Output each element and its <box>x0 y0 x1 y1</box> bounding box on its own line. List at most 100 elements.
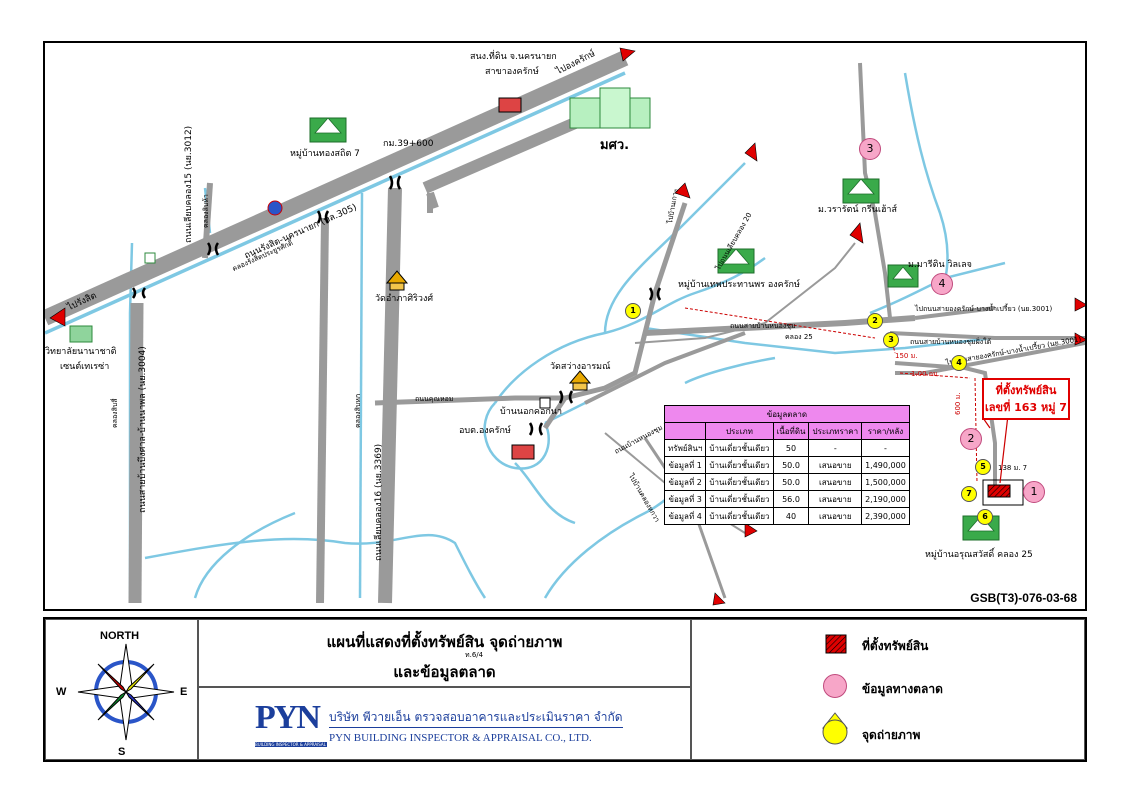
table-cell: 2,390,000 <box>861 507 910 525</box>
logo-sub: BUILDING INSPECTOR & APPRAISAL <box>255 742 327 747</box>
market-table-header: ประเภทราคา <box>808 422 863 440</box>
compass-west: W <box>56 686 67 698</box>
market-marker-3: 3 <box>859 138 881 160</box>
company-name-th: บริษัท พีวายเอ็น ตรวจสอบอาคารและประเมินร… <box>329 708 623 728</box>
table-cell: บ้านเดี่ยวชั้นเดียว <box>705 439 774 457</box>
table-cell: 40 <box>772 507 810 525</box>
company-cell: PYN BUILDING INSPECTOR & APPRAISAL บริษั… <box>198 687 691 760</box>
label-road-khum-hom: ถนนคุณหอม <box>415 395 454 403</box>
logo-text: PYN <box>255 699 321 736</box>
table-cell: บ้านเดี่ยวชั้นเดียว <box>705 490 774 508</box>
market-table-header: ราคา/หลัง <box>861 422 910 440</box>
compass-rose-icon <box>77 643 175 741</box>
photo-point-7: 7 <box>961 486 977 502</box>
label-dist-1: 1.00 กม. <box>911 370 940 378</box>
table-cell: ข้อมูลที่ 2 <box>663 473 707 491</box>
market-table-header: ประเภท <box>705 422 774 440</box>
table-cell: 1,500,000 <box>861 473 910 491</box>
photo-point-2: 2 <box>867 313 883 329</box>
table-cell: เสนอขาย <box>808 490 863 508</box>
company-name-en: PYN BUILDING INSPECTOR & APPRAISAL CO., … <box>329 732 592 744</box>
table-cell: ข้อมูลที่ 4 <box>663 507 707 525</box>
table-cell: - <box>861 439 910 457</box>
title-cell: แผนที่แสดงที่ตั้งทรัพย์สิน จุดถ่ายภาพ ท.… <box>198 619 691 687</box>
property-legend-icon <box>825 634 847 654</box>
property-callout-line2: เลขที่ 163 หมู่ 7 <box>985 401 1067 414</box>
map-title-line2: และข้อมูลตลาด <box>393 663 496 681</box>
market-marker-1: 1 <box>1023 481 1045 503</box>
table-cell: บ้านเดี่ยวชั้นเดียว <box>705 507 774 525</box>
label-road-3369: ถนนเลียบคลอง16 (นย.3369) <box>374 443 384 561</box>
label-land-office: สนง.ที่ดิน จ.นครนายก <box>470 52 557 62</box>
map-canvas <box>45 47 1085 606</box>
table-cell: บ้านเดี่ยวชั้นเดียว <box>705 456 774 474</box>
company-logo: PYN BUILDING INSPECTOR & APPRAISAL <box>255 694 327 750</box>
label-road-3012: ถนนเลียบคลอง15 (นย.3012) <box>184 125 194 243</box>
direction-arrows <box>49 47 1085 606</box>
market-table-title: ข้อมูลตลาด <box>664 405 910 423</box>
table-cell: บ้านเดี่ยวชั้นเดียว <box>705 473 774 491</box>
label-km-marker: กม.39+600 <box>383 139 434 149</box>
table-cell: ข้อมูลที่ 3 <box>663 490 707 508</box>
map-title-line1: แผนที่แสดงที่ตั้งทรัพย์สิน จุดถ่ายภาพ <box>326 633 563 651</box>
legend-label-property: ที่ตั้งทรัพย์สิน <box>862 639 929 653</box>
map-panel: ไปองครักษ์ ไปรังสิต สนง.ที่ดิน จ.นครนายก… <box>43 41 1087 611</box>
label-road-nongchum: ถนนสายบ้านหนองชุม <box>730 322 796 330</box>
legend-cell: ที่ตั้งทรัพย์สิน ข้อมูลทางตลาด จุดถ่ายภา… <box>691 619 1085 760</box>
legend-label-photo: จุดถ่ายภาพ <box>862 728 921 742</box>
label-temple-amphawan: วัดอำภาศิริวงศ์ <box>375 294 434 304</box>
table-cell: 50.0 <box>772 473 810 491</box>
label-canal-16: คลองสิบหก <box>354 393 362 428</box>
table-cell: เสนอขาย <box>808 456 863 474</box>
table-cell: 1,490,000 <box>861 456 910 474</box>
table-cell: ข้อมูลที่ 1 <box>663 456 707 474</box>
market-table-header: เนื้อที่ดิน <box>772 422 810 440</box>
label-dist-4: 138 ม. 7 <box>998 464 1028 472</box>
road-lines <box>45 50 1085 604</box>
table-cell: - <box>808 439 863 457</box>
photo-point-6: 6 <box>977 509 993 525</box>
label-canal-14: คลองสิบสี่ <box>111 398 119 428</box>
photo-point-4: 4 <box>951 355 967 371</box>
label-road-3004: ถนนสายบ้านบึงศาล-บ้านนาพล (นย.3004) <box>138 346 148 513</box>
photo-point-5: 5 <box>975 459 991 475</box>
label-village-thepprathan: หมู่บ้านเทพประทานพร องครักษ์ <box>678 280 800 290</box>
label-college-2: เซนต์เทเรซ่า <box>60 362 110 372</box>
label-canal-25: คลอง 25 <box>785 333 813 341</box>
market-marker-2: 2 <box>960 428 982 450</box>
table-cell: 2,190,000 <box>861 490 910 508</box>
table-row: ข้อมูลที่ 4 บ้านเดี่ยวชั้นเดียว 40 เสนอข… <box>663 507 910 525</box>
label-dist-2: 600 ม. <box>954 392 962 415</box>
label-college: วิทยาลัยนานาชาติ <box>45 347 117 357</box>
label-village-marin: ม.มารีติน วิลเลจ <box>908 260 972 270</box>
label-ban-nok-khok: บ้านนอกคอกนา <box>500 407 563 417</box>
table-cell: เสนอขาย <box>808 507 863 525</box>
temple-icons <box>69 97 592 460</box>
market-marker-4: 4 <box>931 273 953 295</box>
label-temple-sawang: วัดสว่างอารมณ์ <box>550 362 611 372</box>
table-row: ข้อมูลที่ 3 บ้านเดี่ยวชั้นเดียว 56.0 เสน… <box>663 490 910 508</box>
table-row: ข้อมูลที่ 2 บ้านเดี่ยวชั้นเดียว 50.0 เสน… <box>663 473 910 491</box>
label-dist-3: 150 ม. <box>895 352 918 360</box>
label-to-3001: ไปถนนสายองครักษ์-บางน้ำเปรี้ยว (นย.3001) <box>915 305 1053 313</box>
camera-point-legend-icon <box>821 712 849 745</box>
label-land-office-branch: สาขาองครักษ์ <box>485 67 539 77</box>
photo-point-3: 3 <box>883 332 899 348</box>
market-data-table: ข้อมูลตลาด ประเภท เนื้อที่ดิน ประเภทราคา… <box>663 405 910 525</box>
legend-label-market: ข้อมูลทางตลาด <box>862 682 943 696</box>
label-village-thongsathit: หมู่บ้านทองสถิต 7 <box>290 149 360 159</box>
market-legend-icon <box>823 674 847 698</box>
table-row: ทรัพย์สินฯ บ้านเดี่ยวชั้นเดียว 50 - - <box>663 439 910 457</box>
compass-east: E <box>180 686 188 698</box>
table-cell: เสนอขาย <box>808 473 863 491</box>
property-symbol <box>987 484 1011 498</box>
bridge-marks <box>131 175 662 436</box>
compass-north: NORTH <box>100 630 140 642</box>
map-ref-code: GSB(T3)-076-03-68 <box>970 591 1077 605</box>
table-cell: 50.0 <box>772 456 810 474</box>
market-table-header <box>663 422 707 440</box>
label-road-nongchum-tai: ถนนสายบ้านหนองชุมฝั่งใต้ <box>910 338 992 346</box>
table-cell: 56.0 <box>772 490 810 508</box>
label-canal-15: คลองสิบห้า <box>202 194 210 228</box>
label-sao: อบต.องครักษ์ <box>459 426 511 436</box>
